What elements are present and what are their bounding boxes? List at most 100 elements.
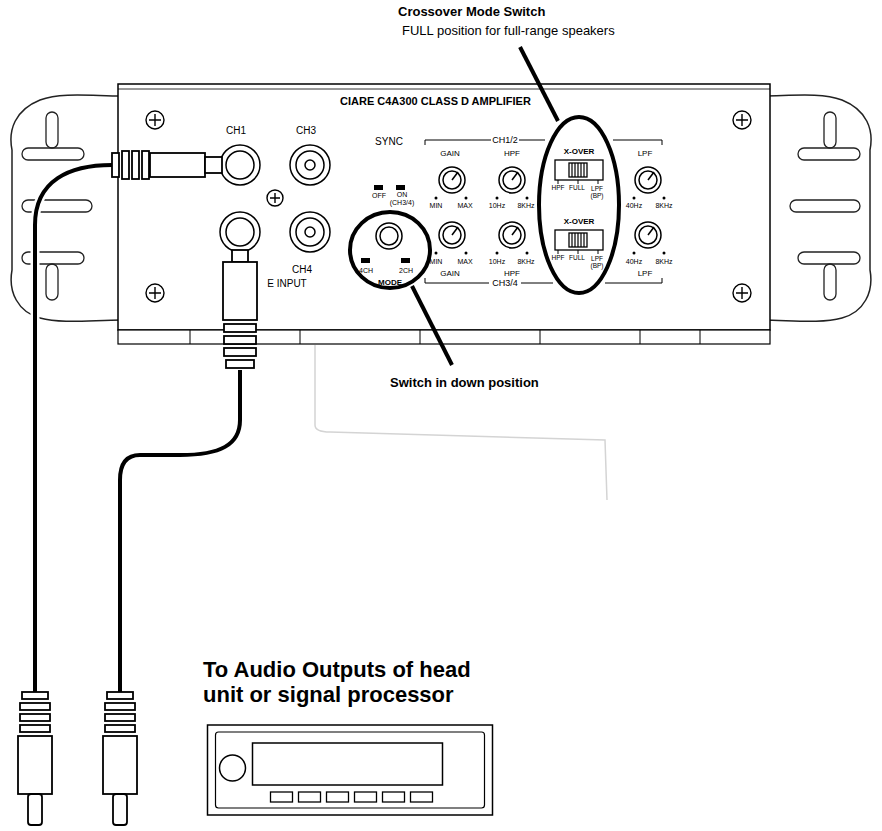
switch-slider — [569, 163, 587, 177]
rca-jack-ring — [226, 151, 254, 179]
rca-plug — [223, 250, 257, 368]
base-tick — [300, 330, 301, 344]
mounting-flange — [11, 95, 122, 321]
scale-dot — [663, 197, 666, 200]
plug-ridge — [226, 360, 254, 368]
head-unit: To Audio Outputs of head unit or signal … — [200, 655, 505, 820]
screw — [267, 190, 283, 206]
screw-slot — [270, 193, 280, 203]
flange-slot — [46, 112, 58, 148]
panel-label: CH1/2 — [492, 135, 518, 145]
switch-label: 4CH — [359, 267, 373, 275]
housing-edge — [118, 89, 770, 90]
preset-button — [383, 792, 405, 802]
knob-pointer — [452, 227, 458, 235]
plug-ridge — [122, 151, 129, 179]
plug-ridge — [132, 151, 139, 179]
flange-outline — [11, 95, 122, 321]
panel-label: CH4 — [292, 264, 312, 276]
mounting-flange — [760, 95, 871, 321]
scale-dot — [526, 252, 529, 255]
scale-dot — [633, 252, 636, 255]
plug-ridge — [224, 324, 256, 332]
amplifier-housing — [118, 84, 770, 330]
screw-slot — [736, 287, 748, 299]
switch-label: LPF (BP) — [588, 255, 606, 270]
callout-text: Crossover Mode Switch — [398, 5, 545, 20]
bracket-line — [605, 278, 662, 283]
head-unit-faceplate — [216, 732, 485, 808]
panel-label: HPF — [504, 149, 520, 158]
rca-jack-ring — [296, 151, 324, 179]
rca-cable — [35, 165, 112, 692]
panel-label: OFF — [372, 192, 386, 200]
rca-jack-pin — [305, 227, 315, 237]
plug-ridge — [105, 703, 135, 710]
scale-dot — [465, 197, 468, 200]
flange-slot — [790, 200, 860, 212]
knob-pointer — [512, 227, 518, 235]
switch-label: X-OVER — [564, 217, 595, 226]
gain-knob — [439, 222, 465, 248]
flange-slot — [798, 252, 860, 264]
base-ticks — [190, 330, 700, 344]
panel-label: 8KHz — [517, 258, 534, 266]
switch-label: FULL — [569, 184, 585, 191]
panel-label: CH3/4 — [492, 278, 518, 288]
switch-label: LPF (BP) — [588, 185, 606, 200]
node-heading: CIARE C4A300 CLASS D AMPLIFIER — [340, 95, 531, 108]
panel-label: MAX — [457, 202, 472, 210]
panel-label: E INPUT — [267, 278, 306, 290]
screw — [733, 284, 751, 302]
knob-pointer — [452, 172, 458, 180]
head-unit-housing — [208, 725, 493, 815]
knob-cap — [443, 226, 461, 244]
cable-halo — [35, 165, 112, 692]
mode-callout: 4CH2CHMODE — [348, 210, 432, 290]
gain-knob — [439, 167, 465, 193]
panel-label: 40Hz — [626, 202, 642, 210]
rca-jack-ring — [296, 218, 324, 246]
scale-dot — [496, 197, 499, 200]
rca-jack-ring — [226, 218, 254, 246]
scale-dots — [435, 197, 666, 255]
preset-button — [299, 792, 321, 802]
switch-mark — [361, 258, 370, 263]
plug-pin — [113, 794, 127, 825]
panel-label: GAIN — [440, 269, 460, 278]
panel-label: GAIN — [440, 149, 460, 158]
screw — [146, 284, 164, 302]
switch-label: X-OVER — [564, 147, 595, 156]
leader-line — [520, 47, 558, 121]
flange-slot — [824, 112, 836, 148]
knob-pointer — [648, 227, 654, 235]
scale-dot — [663, 252, 666, 255]
rca-jack-pin — [305, 160, 315, 170]
knob-cap — [503, 226, 521, 244]
faint-wire — [315, 345, 607, 500]
preset-button — [271, 792, 293, 802]
panel-label: HPF — [504, 269, 520, 278]
slider-ridges — [572, 163, 584, 177]
panel-label: CH3 — [296, 125, 316, 137]
rca-plug — [103, 692, 137, 825]
panel-label: MAX — [457, 258, 472, 266]
scale-dot — [435, 197, 438, 200]
plug-ridge — [20, 714, 50, 721]
housing-base — [118, 330, 770, 344]
rca-cable — [120, 370, 240, 692]
bracket-line — [613, 140, 662, 145]
screw — [146, 111, 164, 129]
callout-text: FULL position for full-range speakers — [402, 24, 615, 39]
switch-mark — [374, 185, 383, 190]
scale-dot — [435, 252, 438, 255]
button-inner — [380, 227, 398, 245]
base-tick — [640, 330, 641, 344]
switch-label: HPF — [552, 184, 565, 191]
screw-slot — [736, 114, 748, 126]
callout-text: Switch in down position — [390, 376, 539, 391]
plug-ridge — [20, 703, 50, 710]
plug-ridge — [22, 692, 48, 699]
hpf-knob — [499, 222, 525, 248]
